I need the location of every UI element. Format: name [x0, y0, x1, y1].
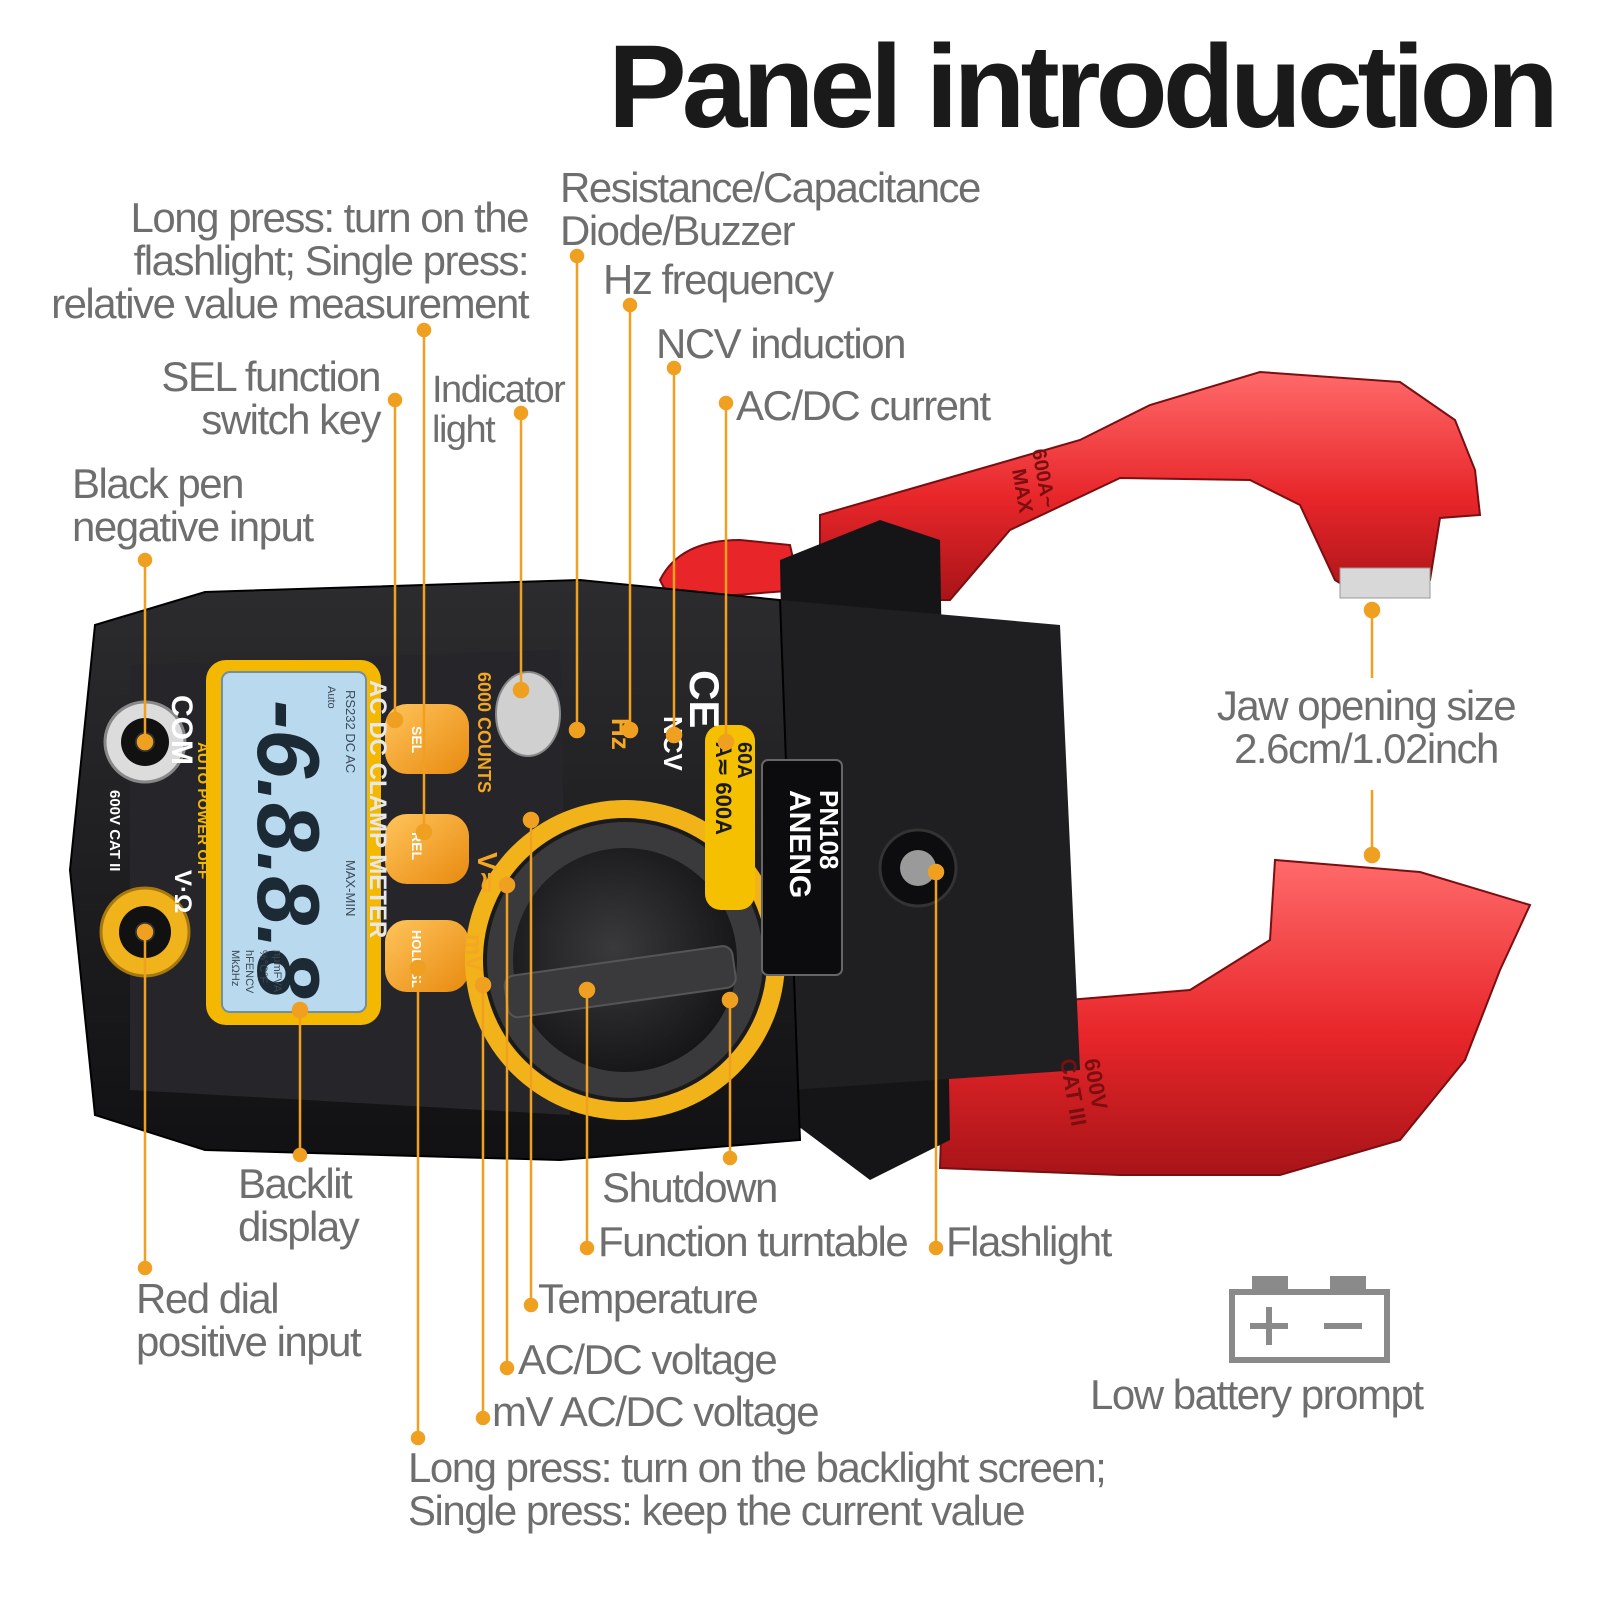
battery-icon [1229, 1276, 1390, 1363]
indicator-light [495, 671, 561, 757]
rel-button[interactable] [385, 814, 469, 884]
lower-jaw [938, 858, 1532, 1176]
flashlight-label: Flashlight [946, 1218, 1112, 1265]
auto-off-label: AUTO POWER OFF [194, 742, 211, 879]
callout-lines [136, 248, 1381, 1446]
acdc-voltage-label: AC/DC voltage [518, 1336, 778, 1383]
shutdown-label: Shutdown [602, 1164, 778, 1211]
dial-current-label-2: 60A [733, 742, 755, 779]
upper-jaw [819, 370, 1482, 601]
vohm-label: V·Ω [169, 870, 196, 913]
page-title: Panel introduction [608, 21, 1559, 153]
lcd-minmax: MAX-MIN [343, 860, 358, 916]
hold-button-label: HOLD BL [409, 930, 424, 988]
ncv-label: NCV induction [656, 320, 906, 367]
sel-button[interactable] [385, 704, 469, 774]
lcd-unit-4: nμmFVA [271, 950, 283, 993]
current-range-strip [705, 725, 755, 910]
flashlight-led [900, 850, 936, 886]
brand-plate [761, 759, 843, 976]
temperature-label: Temperature [538, 1275, 759, 1322]
dial-mv-label: mV [460, 934, 487, 971]
acdc-current-label: AC/DC current [736, 382, 991, 429]
com-cat-label: 600V CAT II [106, 790, 123, 871]
sel-button-label: SEL [409, 726, 425, 754]
mv-voltage-label: mV AC/DC voltage [492, 1388, 820, 1435]
lcd-digits: -6.8.8.8 [239, 700, 338, 998]
lcd-unit-3: %°C°F [257, 950, 269, 984]
meter-name-label: AC DC CLAMP METER [364, 680, 391, 938]
dial-v-label: V≂ [472, 852, 503, 894]
ce-mark: CE [681, 670, 728, 728]
model-label: PN108 [814, 790, 844, 870]
function-turntable-label: Function turntable [598, 1218, 909, 1265]
brand-label: ANENG [783, 790, 816, 898]
dial-current-label-1: A≂ 600A [711, 742, 736, 835]
lcd-unit-1: MkΩHz [229, 950, 241, 986]
lcd-auto: Auto [325, 686, 337, 709]
hz-frequency-label: Hz frequency [603, 256, 834, 303]
hold-button[interactable] [385, 920, 469, 992]
hold-key-label: Long press: turn on the backlight screen… [408, 1444, 1107, 1534]
lcd-unit-2: hFENCV [243, 950, 255, 994]
counts-label: 6000 COUNTS [474, 672, 494, 793]
com-label: COM [165, 695, 198, 765]
lcd-header: RS232 DC AC [343, 690, 358, 773]
low-battery-label: Low battery prompt [1090, 1371, 1424, 1418]
